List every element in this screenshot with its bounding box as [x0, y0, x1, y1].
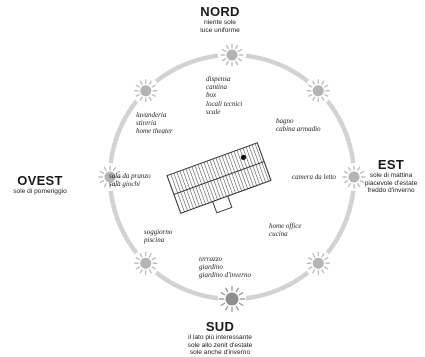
rooms-north: dispensa cantina box locali tecnici scal… [206, 75, 242, 116]
room-label: soggiorno [144, 228, 173, 236]
direction-north-name: NORD [200, 4, 240, 19]
room-label: piscina [144, 236, 165, 245]
direction-west-name: OVEST [17, 173, 63, 188]
sun-icon-south-east [304, 249, 333, 278]
direction-south-name: SUD [205, 319, 235, 334]
room-label: terrazzo [199, 255, 222, 263]
sun-icon-north [218, 41, 246, 69]
room-label: cucina [269, 230, 288, 239]
direction-north-line-2: luce uniforme [200, 26, 240, 34]
room-label: scale [206, 107, 221, 116]
direction-south-line-2: sole allo zenit d'estate [187, 341, 253, 349]
sun-icon-west [96, 163, 124, 191]
room-label: camera da letto [292, 173, 336, 181]
sun-icon-south [218, 285, 246, 313]
sun-icon-north-east [304, 76, 333, 105]
room-label: home theater [136, 127, 173, 136]
direction-west-line-1: sole di pomeriggio [13, 188, 67, 195]
rooms-south: terrazzo giardino giardino d'inverno [199, 255, 251, 280]
room-label: giardino [199, 263, 223, 272]
room-label: giardino d'inverno [199, 271, 251, 280]
direction-east-line-3: freddo d'inverno [367, 187, 415, 195]
sun-icon-north-west [131, 76, 160, 105]
rooms-south-east: home office cucina [269, 222, 301, 238]
room-label: sala giochi [109, 180, 140, 189]
sun-icon-east [340, 163, 368, 191]
rooms-south-west: soggiorno piscina [144, 228, 172, 244]
room-label: stireria [136, 119, 157, 128]
room-label: cantina [206, 83, 227, 92]
rooms-north-west: lavanderia stireria home theater [136, 111, 173, 136]
rooms-north-east: bagno cabina armadio [276, 117, 321, 133]
rooms-east: camera da letto [292, 173, 336, 181]
direction-south-line-3: sole anche d'inverno [189, 349, 251, 357]
room-label: home office [269, 222, 302, 230]
direction-north: NORD niente sole luce uniforme [180, 5, 260, 34]
direction-east-name: EST [377, 157, 405, 172]
direction-east-line-1: sole di mattina [369, 172, 413, 179]
house-roof-icon [166, 142, 272, 214]
room-label: sala da pranzo [109, 172, 151, 180]
direction-south-line-1: il lato più interessante [188, 334, 252, 341]
chimney-icon [240, 154, 247, 161]
direction-east-line-2: piacevole d'estate [364, 179, 418, 187]
rooms-west: sala da pranzo sala giochi [109, 172, 151, 188]
room-label: locali tecnici [206, 99, 243, 108]
room-label: lavanderia [136, 111, 167, 119]
direction-north-line-1: niente sole [204, 19, 236, 26]
room-label: dispensa [206, 75, 231, 83]
direction-south: SUD il lato più interessante sole allo z… [177, 320, 263, 357]
sun-icon-south-west [131, 249, 160, 278]
room-label: box [206, 91, 217, 100]
direction-east: EST sole di mattina piacevole d'estate f… [358, 158, 424, 195]
room-label: cabina armadio [276, 125, 321, 134]
direction-west: OVEST sole di pomeriggio [4, 174, 76, 196]
room-label: bagno [276, 117, 294, 125]
